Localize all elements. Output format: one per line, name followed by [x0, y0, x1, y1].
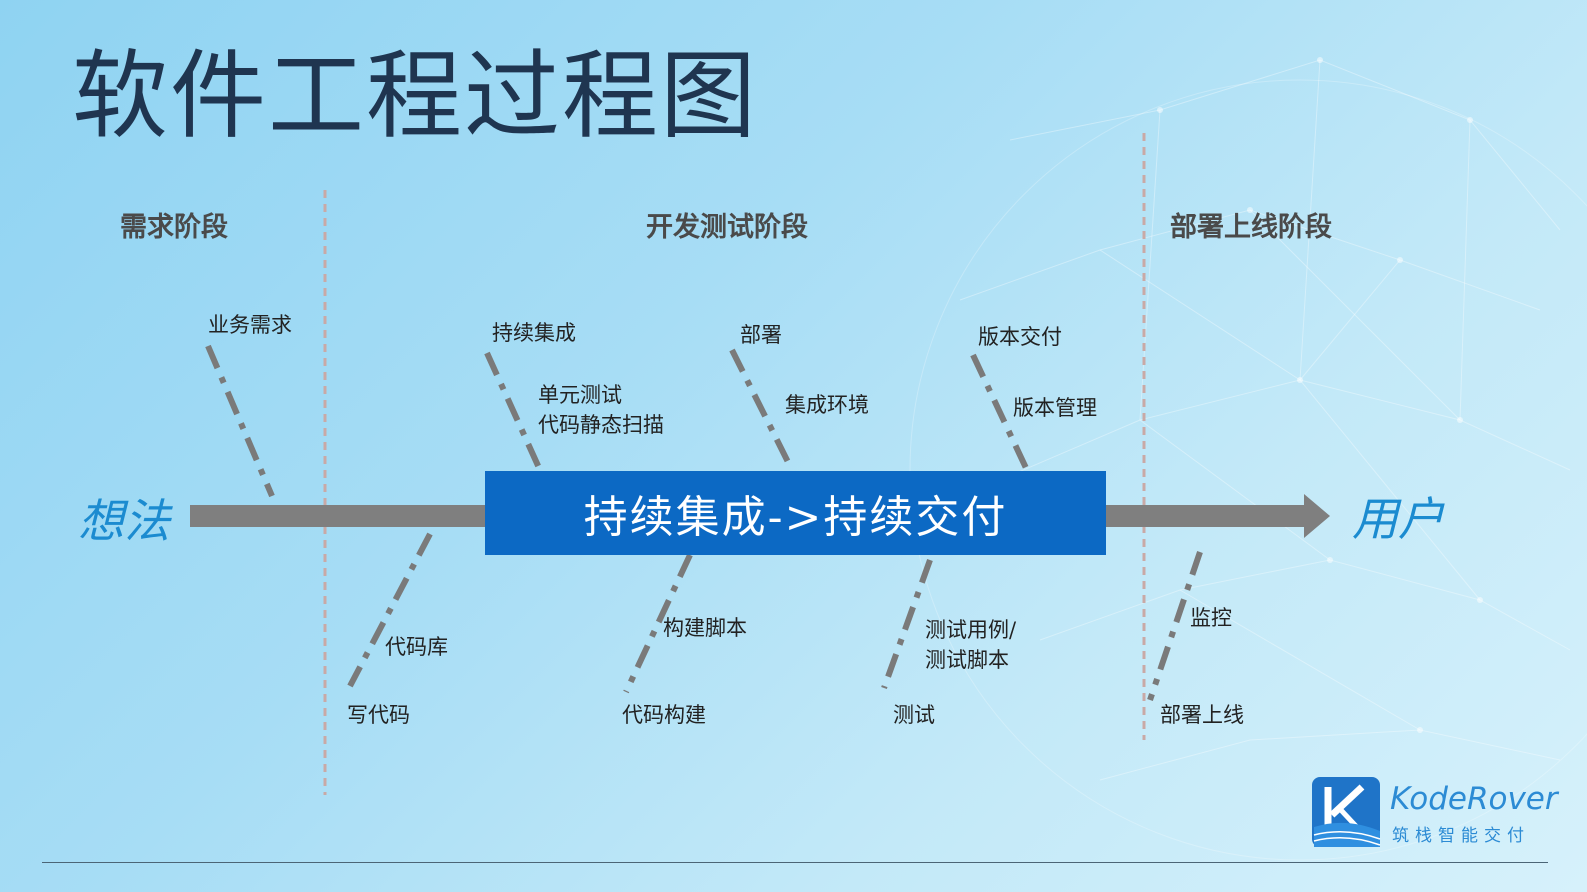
label-deploy: 部署 [740, 323, 782, 347]
label-static-scan: 代码静态扫描 [538, 413, 664, 437]
page-title: 软件工程过程图 [72, 40, 758, 152]
footer-divider [42, 862, 1548, 863]
start-label: 想法 [78, 494, 170, 548]
branch-test [881, 558, 933, 690]
end-label: 用户 [1352, 492, 1444, 546]
label-business-req: 业务需求 [208, 313, 292, 337]
spine-arrowhead [1304, 494, 1330, 538]
label-write-code: 写代码 [347, 703, 410, 727]
label-code-repo: 代码库 [385, 635, 448, 659]
label-build-script: 构建脚本 [663, 616, 747, 640]
phase-deploy: 部署上线阶段 [1170, 212, 1332, 243]
label-unit-test: 单元测试 [538, 383, 622, 407]
logo-name: KodeRover [1390, 781, 1558, 817]
label-test: 测试 [893, 703, 935, 727]
logo-tagline: 筑栈智能交付 [1392, 826, 1530, 846]
label-version-mgmt: 版本管理 [1013, 396, 1097, 420]
label-release-delivery: 版本交付 [978, 325, 1062, 349]
label-monitor: 监控 [1190, 606, 1232, 630]
label-deploy-online: 部署上线 [1160, 703, 1244, 727]
ci-cd-label: 持续集成->持续交付 [583, 492, 1008, 543]
koderover-mark-icon [1312, 777, 1381, 847]
label-code-build: 代码构建 [622, 703, 706, 727]
label-integration-env: 集成环境 [785, 393, 869, 417]
koderover-logo: KodeRover 筑栈智能交付 [1310, 775, 1558, 850]
label-test-cases-2: 测试脚本 [925, 648, 1009, 672]
label-test-cases-1: 测试用例/ [925, 618, 1017, 642]
spine-left [190, 505, 487, 527]
phase-requirements: 需求阶段 [120, 212, 228, 243]
branch-code [347, 532, 433, 688]
spine-right [1106, 505, 1304, 527]
branch-release [970, 353, 1029, 470]
label-ci: 持续集成 [492, 321, 576, 345]
ci-cd-box: 持续集成->持续交付 [485, 471, 1106, 555]
branch-business-req [205, 344, 275, 498]
branch-ci [484, 351, 543, 472]
branch-deploy [729, 348, 793, 468]
phase-dev-test: 开发测试阶段 [646, 212, 808, 243]
